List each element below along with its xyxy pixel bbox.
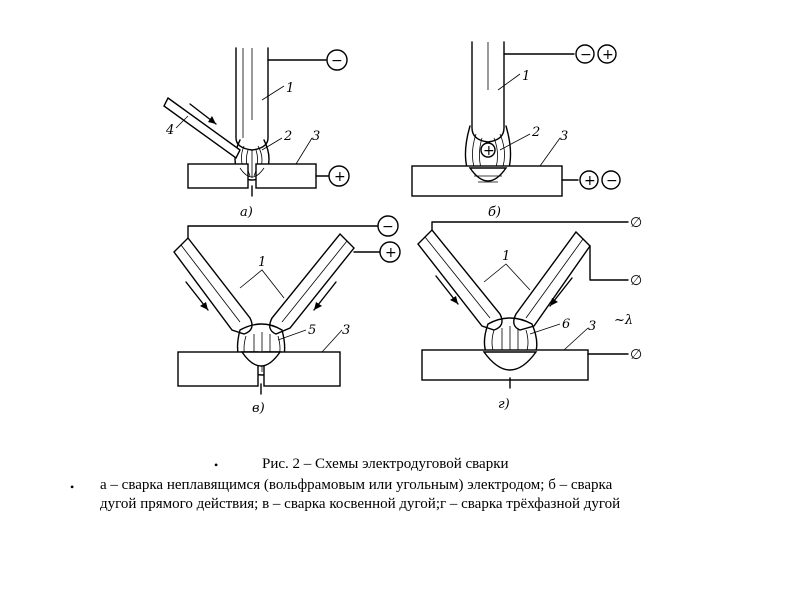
scheme-b: + − + + − 1 2 3 б) — [411, 41, 621, 220]
minus-sign-v: − — [382, 219, 394, 235]
label-3-v: 3 — [342, 323, 350, 338]
terminal-plus-b — [597, 44, 617, 64]
label-5-v: 5 — [308, 323, 316, 338]
plus-sign-v: + — [385, 245, 397, 261]
plate-3a-left — [187, 163, 249, 189]
arc-2-a — [234, 139, 270, 181]
label-1-b: 1 — [522, 69, 530, 84]
welding-schemes-figure: − + 1 2 3 4 а) + − + + — [163, 41, 642, 416]
electrode-1-b — [471, 41, 505, 143]
electrode-left-v — [173, 236, 253, 335]
phase-symbol-g3: ∅ — [630, 347, 642, 363]
scheme-a: − + 1 2 3 4 а) — [163, 47, 350, 220]
plate-3b — [411, 165, 563, 197]
scheme-g: ∅ ∅ ~λ ∅ 1 6 3 г) — [417, 215, 642, 412]
phase-symbol-g1: ∅ — [630, 215, 642, 231]
terminal-plus-a — [328, 165, 350, 187]
terminal-minus-a — [326, 49, 348, 71]
minus-sign-a: − — [331, 53, 343, 69]
caption-bullet-2: • — [70, 480, 75, 494]
caption-bullet-1: • — [214, 458, 219, 472]
plus-sign-a: + — [334, 169, 346, 185]
plate-3v-right — [263, 351, 341, 387]
figure-caption-line-2: дугой прямого действия; в – сварка косве… — [100, 496, 621, 512]
terminal-plus-b2 — [579, 170, 599, 190]
scheme-v: − + 1 5 3 в) — [173, 215, 401, 416]
label-2-a: 2 — [283, 129, 292, 144]
label-3-g: 3 — [588, 319, 596, 334]
plate-3a-right — [255, 163, 317, 189]
label-1-g: 1 — [502, 249, 510, 264]
plus-sign-b2: + — [584, 173, 596, 189]
label-3-a: 3 — [312, 129, 320, 144]
scheme-label-b: б) — [488, 205, 501, 220]
minus-sign-b2: − — [606, 173, 618, 189]
label-6-g: 6 — [562, 317, 570, 332]
figure-caption-title: Рис. 2 – Схемы электродуговой сварки — [262, 456, 509, 472]
scheme-label-g: г) — [498, 397, 510, 412]
phase-symbol-g2: ∅ — [630, 273, 642, 289]
terminal-minus-b — [575, 44, 595, 64]
label-4-a: 4 — [165, 123, 174, 138]
arc-charge-b — [480, 142, 496, 158]
figure-caption-line-1: а – сварка неплавящимся (вольфрамовым ил… — [100, 477, 613, 493]
scheme-label-v: в) — [252, 401, 265, 416]
label-3-b: 3 — [560, 129, 568, 144]
minus-sign-b1: − — [580, 47, 592, 63]
arc-plus-b: + — [483, 143, 495, 159]
electrode-right-v — [269, 232, 355, 335]
electrode-right-g — [513, 230, 591, 331]
scheme-label-a: а) — [240, 205, 253, 220]
label-1-v: 1 — [258, 255, 266, 270]
label-2-b: 2 — [531, 125, 540, 140]
plate-3v-left — [177, 351, 259, 387]
terminal-minus-v — [377, 215, 399, 237]
terminal-plus-v — [379, 241, 401, 263]
label-1-a: 1 — [286, 81, 294, 96]
filler-wire-4 — [163, 96, 241, 160]
ac-symbol-g: ~λ — [614, 313, 633, 328]
plus-sign-b1: + — [602, 47, 614, 63]
terminal-minus-b2 — [601, 170, 621, 190]
